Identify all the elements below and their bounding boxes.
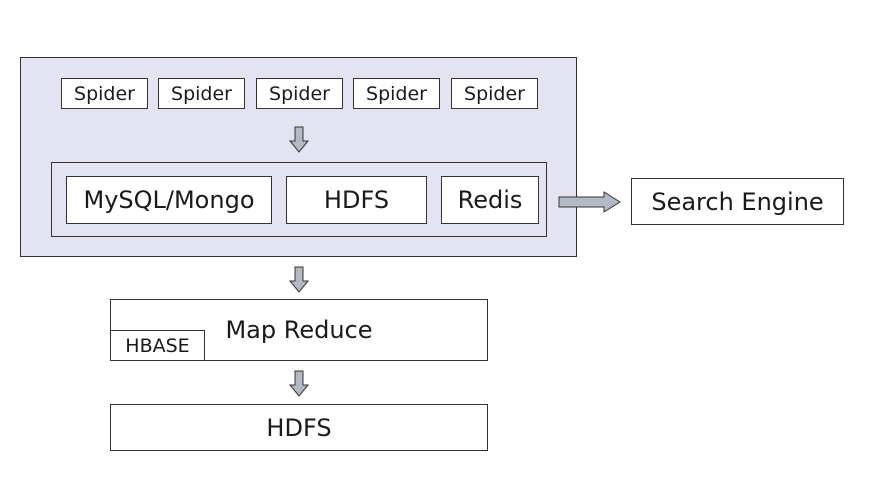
spider-node-3: Spider (256, 78, 343, 109)
map-reduce-label: Map Reduce (225, 316, 373, 344)
hbase-label: HBASE (125, 334, 190, 357)
search-engine-box: Search Engine (631, 178, 844, 225)
arrow-down-icon (289, 370, 309, 397)
hdfs-store-label: HDFS (323, 186, 390, 214)
arrow-down-icon (289, 126, 309, 153)
spider-label: Spider (269, 82, 330, 105)
spider-node-1: Spider (61, 78, 148, 109)
spider-label: Spider (171, 82, 232, 105)
redis-label: Redis (457, 186, 523, 214)
arrow-right-icon (558, 191, 621, 213)
hbase-box: HBASE (110, 330, 205, 361)
hdfs-bottom-box: HDFS (110, 404, 488, 451)
mysql-mongo-label: MySQL/Mongo (83, 186, 255, 214)
redis-box: Redis (441, 176, 539, 224)
hdfs-store-box: HDFS (286, 176, 427, 224)
hdfs-bottom-label: HDFS (266, 413, 332, 442)
mysql-mongo-box: MySQL/Mongo (66, 176, 272, 224)
spider-label: Spider (464, 82, 525, 105)
spider-label: Spider (366, 82, 427, 105)
spider-node-5: Spider (451, 78, 538, 109)
search-engine-label: Search Engine (651, 187, 824, 216)
spider-label: Spider (74, 82, 135, 105)
arrow-down-icon (289, 266, 309, 293)
spider-node-4: Spider (353, 78, 440, 109)
spider-node-2: Spider (158, 78, 245, 109)
